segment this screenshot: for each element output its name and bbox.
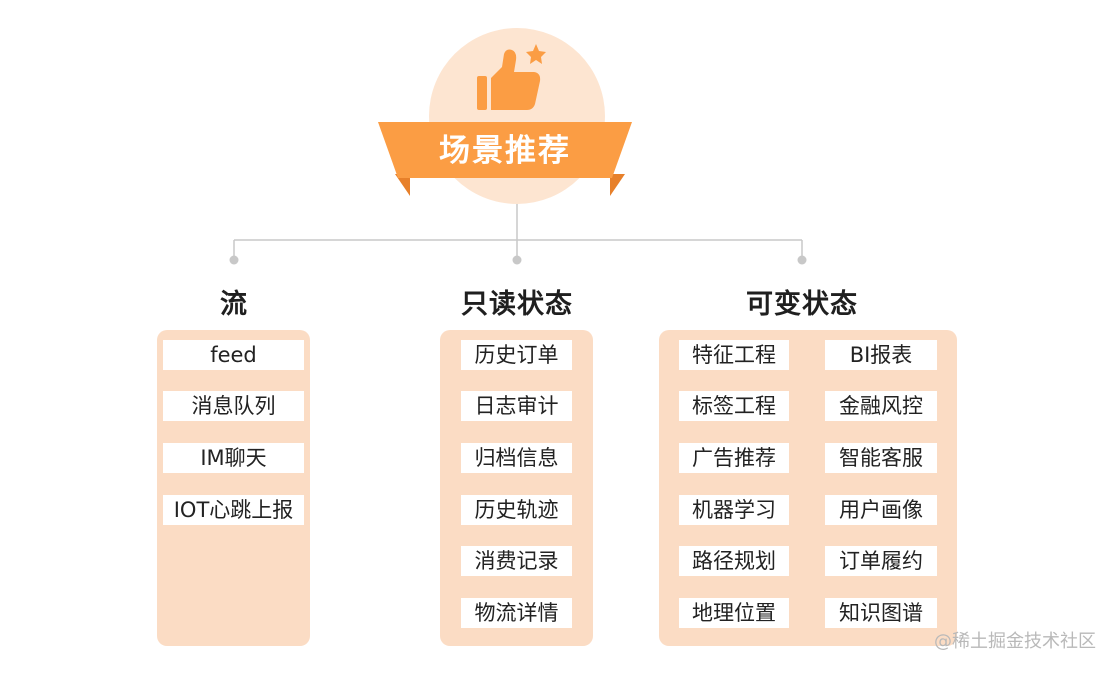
list-item: 消息队列 [163,391,304,421]
list-item: 物流详情 [461,598,572,628]
list-item: 消费记录 [461,546,572,576]
list-item: 历史订单 [461,340,572,370]
list-item: 订单履约 [825,546,937,576]
list-item: 智能客服 [825,443,937,473]
thumbs-up-star-icon [477,44,546,110]
list-item: 路径规划 [679,546,789,576]
list-item: 历史轨迹 [461,495,572,525]
column-title-readonly: 只读状态 [461,289,573,320]
list-item: 日志审计 [461,391,572,421]
watermark: @稀土掘金技术社区 [934,631,1096,652]
list-item: 机器学习 [679,495,789,525]
root-title: 场景推荐 [439,133,571,169]
list-item: BI报表 [825,340,937,370]
column-title-mutable: 可变状态 [746,289,858,320]
list-item: IM聊天 [163,443,304,473]
list-item: 知识图谱 [825,598,937,628]
column-title-stream: 流 [220,289,248,320]
panel-stream: feed 消息队列 IM聊天 IOT心跳上报 [157,330,310,646]
list-item: 归档信息 [461,443,572,473]
connector-lines [233,198,803,260]
title-ribbon [378,122,632,196]
list-item: 特征工程 [679,340,789,370]
list-item: IOT心跳上报 [163,495,304,525]
panel-readonly: 历史订单 日志审计 归档信息 历史轨迹 消费记录 物流详情 [440,330,593,646]
list-item: feed [163,340,304,370]
list-item: 标签工程 [679,391,789,421]
list-item: 地理位置 [679,598,789,628]
root-graphic [229,28,807,265]
connector-dots [229,255,807,265]
list-item: 用户画像 [825,495,937,525]
list-item: 广告推荐 [679,443,789,473]
panel-mutable: 特征工程 标签工程 广告推荐 机器学习 路径规划 地理位置 BI报表 金融风控 … [659,330,957,646]
list-item: 金融风控 [825,391,937,421]
